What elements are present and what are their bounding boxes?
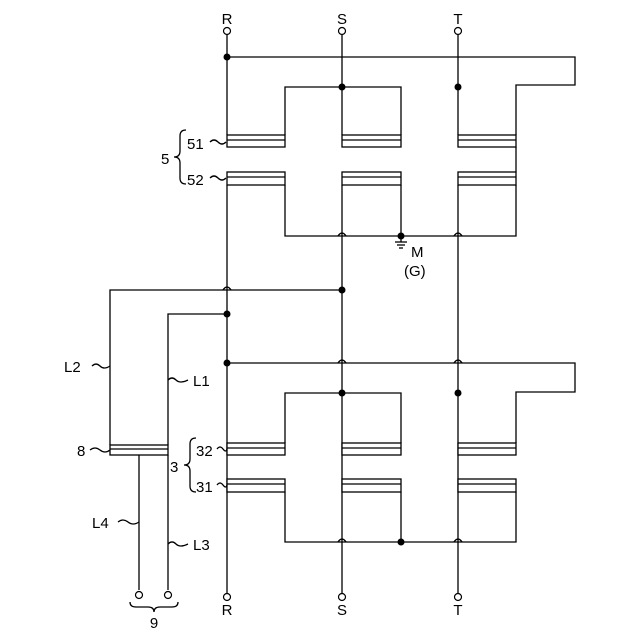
label-l3: L3 xyxy=(193,537,210,554)
terminal-9-left xyxy=(136,592,143,599)
layer-52-blocks xyxy=(227,172,516,185)
leader-31 xyxy=(217,483,227,487)
brace-9 xyxy=(130,602,178,612)
leader-l2 xyxy=(92,364,110,368)
leader-51 xyxy=(210,140,226,144)
bottom-terminal-s xyxy=(339,594,346,601)
layer-31-blocks xyxy=(227,479,516,492)
layer-31-block-s xyxy=(342,479,401,492)
junction-r-top-bus xyxy=(224,54,231,61)
unit-5-label: 5 xyxy=(161,151,169,168)
label-member-8: 8 xyxy=(77,443,85,460)
leader-32 xyxy=(217,447,227,451)
wire-s-step xyxy=(285,87,401,135)
ground-symbol: M (G) xyxy=(395,236,426,280)
label-l2: L2 xyxy=(64,359,81,376)
terminal-9-right xyxy=(165,592,172,599)
unit-3-brace: 3 32 31 xyxy=(170,438,227,496)
unit-5-brace: 5 51 52 xyxy=(161,130,226,189)
layer-52-block-r xyxy=(227,172,285,185)
layer-52-label: 52 xyxy=(187,172,204,189)
wire-s-step-lower xyxy=(285,393,401,443)
label-l4: L4 xyxy=(92,515,109,532)
layer-52-block-s xyxy=(342,172,401,185)
bottom-terminal-t-label: T xyxy=(453,602,462,619)
layer-51-block-s xyxy=(342,135,401,147)
bottom-terminal-s-label: S xyxy=(337,602,347,619)
layer-51-block-r xyxy=(227,135,285,147)
junction-r-mid-bus xyxy=(224,360,231,367)
layer-32-label: 32 xyxy=(196,443,213,460)
junction-l2 xyxy=(339,287,346,294)
bottom-terminals: R S T xyxy=(222,602,463,619)
lead-wiring xyxy=(110,287,342,590)
junction-s-step xyxy=(339,84,346,91)
bottom-terminal-r-label: R xyxy=(222,602,233,619)
junction-s-step-lower xyxy=(339,390,346,397)
bottom-terminal-t xyxy=(455,594,462,601)
ground-sub-label: (G) xyxy=(404,263,426,280)
top-terminal-r-label: R xyxy=(222,11,233,28)
junction-ground xyxy=(398,233,405,240)
label-l1: L1 xyxy=(193,373,210,390)
layer-32-block-t xyxy=(458,443,516,455)
layer-32-blocks xyxy=(227,443,516,455)
junction-t-step xyxy=(455,84,462,91)
brace-3 xyxy=(184,438,196,492)
top-terminal-r xyxy=(224,28,231,35)
top-terminal-s-label: S xyxy=(337,11,347,28)
terminal-group-9: 9 xyxy=(130,602,178,632)
junction-t-step-lower xyxy=(455,390,462,397)
leader-8 xyxy=(90,448,110,452)
bottom-terminal-r xyxy=(224,594,231,601)
leader-l1 xyxy=(168,378,188,382)
junction-l1 xyxy=(224,311,231,318)
layer-31-block-r xyxy=(227,479,285,492)
layer-51-blocks xyxy=(227,135,516,147)
layer-51-label: 51 xyxy=(187,136,204,153)
top-terminals: R S T xyxy=(222,11,463,28)
layer-52-block-t xyxy=(458,172,516,185)
layer-32-block-s xyxy=(342,443,401,455)
lead-labels: L2 L1 8 L4 L3 xyxy=(64,359,210,554)
member-8-block xyxy=(110,445,168,455)
label-9: 9 xyxy=(150,615,158,632)
layer-51-block-t xyxy=(458,135,516,147)
top-terminal-t-label: T xyxy=(453,11,462,28)
leader-52 xyxy=(210,176,226,180)
leader-l4 xyxy=(118,520,139,524)
layer-32-block-r xyxy=(227,443,285,455)
ground-label: M xyxy=(411,244,424,261)
top-terminal-s xyxy=(339,28,346,35)
top-terminal-t xyxy=(455,28,462,35)
layer-31-block-t xyxy=(458,479,516,492)
brace-5 xyxy=(174,130,186,184)
junction-lower-bus xyxy=(398,539,405,546)
layer-31-label: 31 xyxy=(196,479,213,496)
unit-3-label: 3 xyxy=(170,459,178,476)
leader-l3 xyxy=(168,542,188,546)
